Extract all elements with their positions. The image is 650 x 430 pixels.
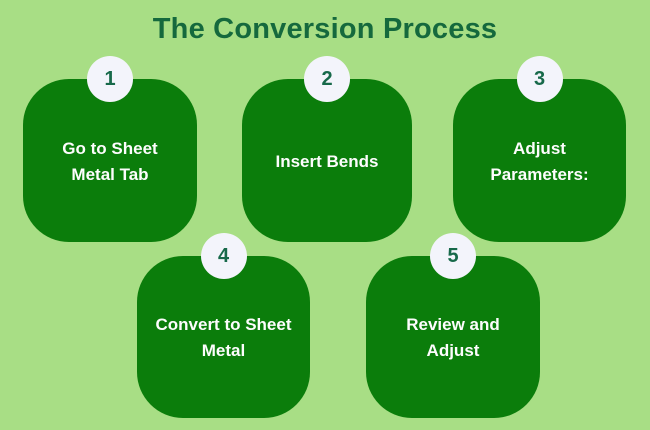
step-2-label: Insert Bends	[268, 149, 387, 175]
step-5-number: 5	[447, 244, 459, 267]
step-1-number: 1	[104, 67, 116, 90]
step-4-label: Convert to Sheet Metal	[147, 312, 299, 364]
step-5-label-line-2: Adjust	[426, 341, 480, 360]
step-3-number: 3	[533, 67, 546, 90]
step-card-5: 5 Review and Adjust	[366, 233, 540, 418]
step-card-4: 4 Convert to Sheet Metal	[137, 233, 310, 418]
step-4-number-badge: 4	[200, 233, 247, 279]
step-3-label-line-1: Adjust	[513, 138, 566, 158]
step-2-label-line-1: Insert Bends	[275, 151, 379, 171]
step-1-number-badge: 1	[87, 56, 133, 102]
step-4-label-line-2: Metal	[201, 341, 246, 360]
step-5-label-line-1: Review and	[406, 315, 500, 334]
step-card-3: 3 Adjust Parameters:	[453, 56, 626, 242]
page-title: The Conversion Process	[152, 13, 498, 45]
step-4-number: 4	[217, 244, 230, 267]
step-3-label-line-2: Parameters:	[490, 164, 589, 184]
step-3-label: Adjust Parameters:	[482, 136, 596, 188]
step-1-label-line-2: Metal Tab	[71, 164, 149, 184]
step-card-2: 2 Insert Bends	[242, 56, 412, 242]
step-4-label-line-1: Convert to Sheet	[155, 315, 292, 334]
step-1-label: Go to Sheet Metal Tab	[54, 136, 165, 188]
step-2-number: 2	[321, 67, 333, 90]
step-5-number-badge: 5	[430, 233, 476, 279]
step-5-label: Review and Adjust	[398, 312, 508, 364]
step-card-1: 1 Go to Sheet Metal Tab	[23, 56, 197, 242]
step-1-label-line-1: Go to Sheet	[62, 138, 158, 158]
step-2-number-badge: 2	[304, 56, 350, 102]
step-3-number-badge: 3	[516, 56, 563, 102]
